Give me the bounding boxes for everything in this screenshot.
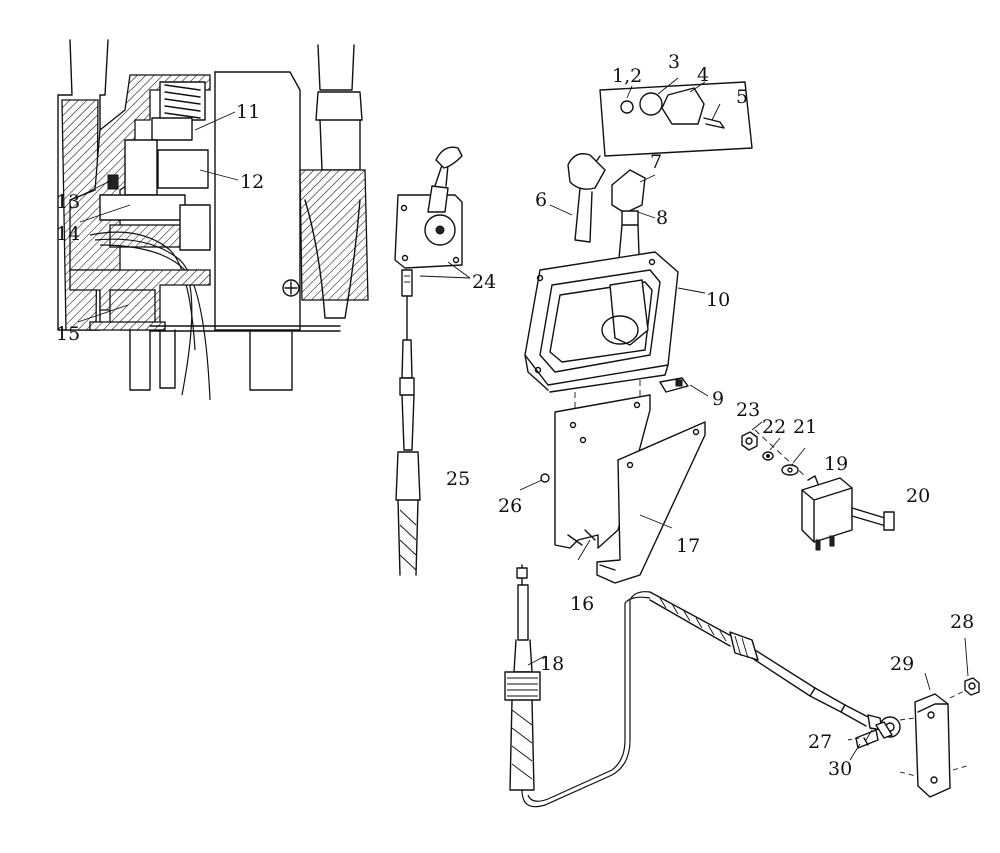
bolt-30: [847, 729, 879, 761]
washers-nuts: [741, 421, 806, 476]
spring-detail: [159, 81, 206, 121]
label-19: 19: [824, 453, 848, 475]
engine-cross-section: [57, 39, 369, 401]
label-15: 15: [56, 323, 80, 345]
label-30: 30: [828, 758, 852, 780]
nut-28: [964, 677, 980, 696]
label-26: 26: [498, 495, 522, 517]
plate-29: [899, 689, 971, 798]
cable-25: [395, 295, 421, 576]
label-24: 24: [472, 271, 496, 293]
label-17: 17: [676, 535, 700, 557]
cable-27: [649, 591, 901, 739]
label-25: 25: [446, 468, 470, 490]
label-16: 16: [570, 593, 594, 615]
label-27: 27: [808, 731, 832, 753]
dual-lever-control-box: [524, 153, 706, 415]
mounting-brackets: [519, 394, 706, 584]
label-18: 18: [540, 653, 564, 675]
knob-parts-group: [589, 81, 753, 171]
label-9: 9: [712, 388, 724, 410]
part-13-bolt: [107, 174, 119, 190]
part-12-block: [157, 149, 209, 189]
label-7: 7: [650, 151, 662, 173]
label-23: 23: [736, 399, 760, 421]
single-lever-control: [394, 146, 471, 297]
label-29: 29: [890, 653, 914, 675]
label-5: 5: [736, 86, 748, 108]
label-14: 14: [56, 223, 80, 245]
plus-mark-icon: [282, 279, 300, 297]
part-labels: 1,2 3 4 5 6 7 8 9 10 11 12 13 14 15 16 1…: [56, 51, 974, 780]
label-3: 3: [668, 51, 680, 73]
label-28: 28: [950, 611, 974, 633]
label-12: 12: [240, 171, 264, 193]
part-11-block: [151, 117, 193, 141]
label-8: 8: [656, 207, 668, 229]
label-21: 21: [793, 416, 817, 438]
label-13: 13: [56, 191, 80, 213]
label-11: 11: [236, 101, 260, 123]
label-10: 10: [706, 289, 730, 311]
label-20: 20: [906, 485, 930, 507]
label-4: 4: [697, 64, 709, 86]
label-6: 6: [535, 189, 547, 211]
label-1-2: 1,2: [612, 65, 642, 87]
cable-18: [504, 564, 651, 808]
label-22: 22: [762, 416, 786, 438]
relay-19: [754, 429, 895, 551]
switch-9: [659, 377, 709, 397]
